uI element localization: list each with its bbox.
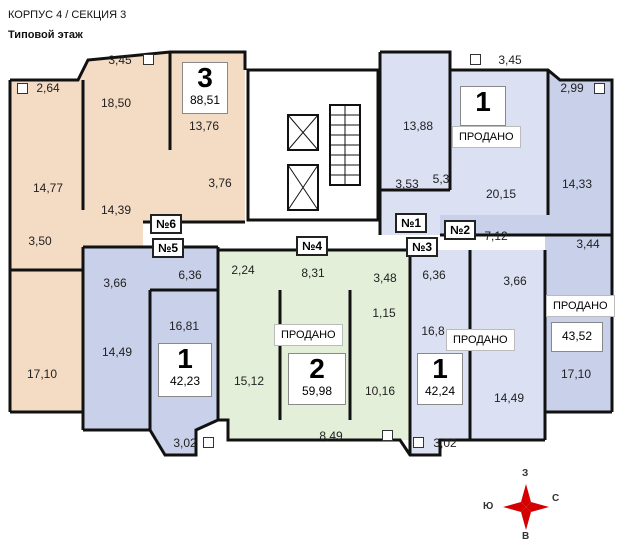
room-area-label: 16,81	[168, 319, 200, 333]
elevator-1	[287, 114, 319, 151]
apartment-area: 42,23	[169, 374, 201, 388]
room-area-label: 20,15	[485, 187, 517, 201]
apartment-2-badge[interactable]: 2 59,98	[288, 353, 346, 405]
room-area-label: 17,10	[560, 367, 592, 381]
room-marker	[413, 437, 424, 448]
room-marker	[470, 54, 481, 65]
apartment-rooms: 3	[197, 62, 213, 93]
room-area-label: 3,66	[503, 274, 527, 288]
room-area-label: 3,53	[395, 177, 419, 191]
apartment-1-east-badge[interactable]: 43,52	[551, 322, 603, 352]
room-area-label: 14,39	[100, 203, 132, 217]
apartment-number-tag: №6	[150, 214, 183, 234]
room-area-label: 1,15	[372, 306, 396, 320]
room-area-label: 6,36	[178, 268, 202, 282]
apartment-area: 88,51	[189, 93, 221, 107]
elevator-2	[287, 164, 319, 211]
compass-south-label: В	[522, 531, 530, 542]
room-area-label: 16,8	[421, 324, 445, 338]
room-marker	[17, 83, 28, 94]
room-area-label: 14,33	[561, 177, 593, 191]
apartment-number-tag: №5	[152, 238, 185, 258]
apartment-1-south-badge[interactable]: 1 42,24	[417, 353, 463, 405]
room-area-label: 3,45	[498, 53, 522, 67]
room-area-label: 3,76	[208, 176, 232, 190]
room-area-label: 14,77	[32, 181, 64, 195]
apartment-number-tag: №1	[395, 213, 428, 233]
room-area-label: 3,45	[108, 53, 132, 67]
plan-title: КОРПУС 4 / СЕКЦИЯ 3	[8, 9, 127, 21]
compass-rose	[503, 484, 549, 530]
room-area-label: 14,49	[101, 345, 133, 359]
room-area-label: 13,76	[188, 119, 220, 133]
sold-label: ПРОДАНО	[452, 126, 521, 148]
apartment-area: 42,24	[424, 384, 456, 398]
room-area-label: 3,02	[173, 436, 197, 450]
room-area-label: 6,36	[422, 268, 446, 282]
room-area-label: 14,49	[493, 391, 525, 405]
room-area-label: 8,49	[319, 429, 343, 443]
room-area-label: 7,12	[484, 229, 508, 243]
room-area-label: 3,02	[433, 436, 457, 450]
sold-label: ПРОДАНО	[546, 295, 615, 317]
apartment-3-fill[interactable]	[10, 52, 245, 412]
room-area-label: 18,50	[100, 96, 132, 110]
compass-north-label: З	[522, 468, 529, 479]
apartment-rooms: 1	[177, 343, 193, 374]
room-area-label: 3,44	[576, 237, 600, 251]
room-area-label: 5,3	[432, 172, 450, 186]
apartment-area: 59,98	[301, 384, 333, 398]
room-area-label: 13,88	[402, 119, 434, 133]
compass-east-label: С	[552, 493, 560, 504]
walls	[8, 50, 614, 457]
compass-west-label: Ю	[483, 501, 494, 512]
room-area-label: 3,48	[373, 271, 397, 285]
plan-subtitle: Типовой этаж	[8, 29, 83, 41]
room-marker	[594, 83, 605, 94]
room-area-label: 2,24	[231, 263, 255, 277]
apartment-area: 43,52	[561, 329, 593, 343]
apartment-number-tag: №4	[296, 236, 329, 256]
apartment-number-tag: №2	[444, 220, 477, 240]
staircase	[329, 104, 361, 186]
room-marker	[203, 437, 214, 448]
apartment-rooms: 1	[475, 86, 491, 117]
room-area-label: 3,50	[28, 234, 52, 248]
room-area-label: 10,16	[364, 384, 396, 398]
room-area-label: 15,12	[233, 374, 265, 388]
room-area-label: 8,31	[301, 266, 325, 280]
apartment-1-northeast-badge[interactable]: 1	[460, 86, 506, 126]
apartment-number-tag: №3	[406, 237, 439, 257]
room-marker	[143, 54, 154, 65]
sold-label: ПРОДАНО	[446, 329, 515, 351]
apartment-rooms: 2	[309, 353, 325, 384]
room-area-label: 17,10	[26, 367, 58, 381]
apartment-3-badge[interactable]: 3 88,51	[182, 62, 228, 114]
room-area-label: 2,99	[560, 81, 584, 95]
room-area-label: 2,64	[36, 81, 60, 95]
sold-label: ПРОДАНО	[274, 324, 343, 346]
apartment-1-west-badge[interactable]: 1 42,23	[158, 343, 212, 397]
room-area-label: 3,66	[103, 276, 127, 290]
apartment-rooms: 1	[432, 353, 448, 384]
room-marker	[382, 430, 393, 441]
